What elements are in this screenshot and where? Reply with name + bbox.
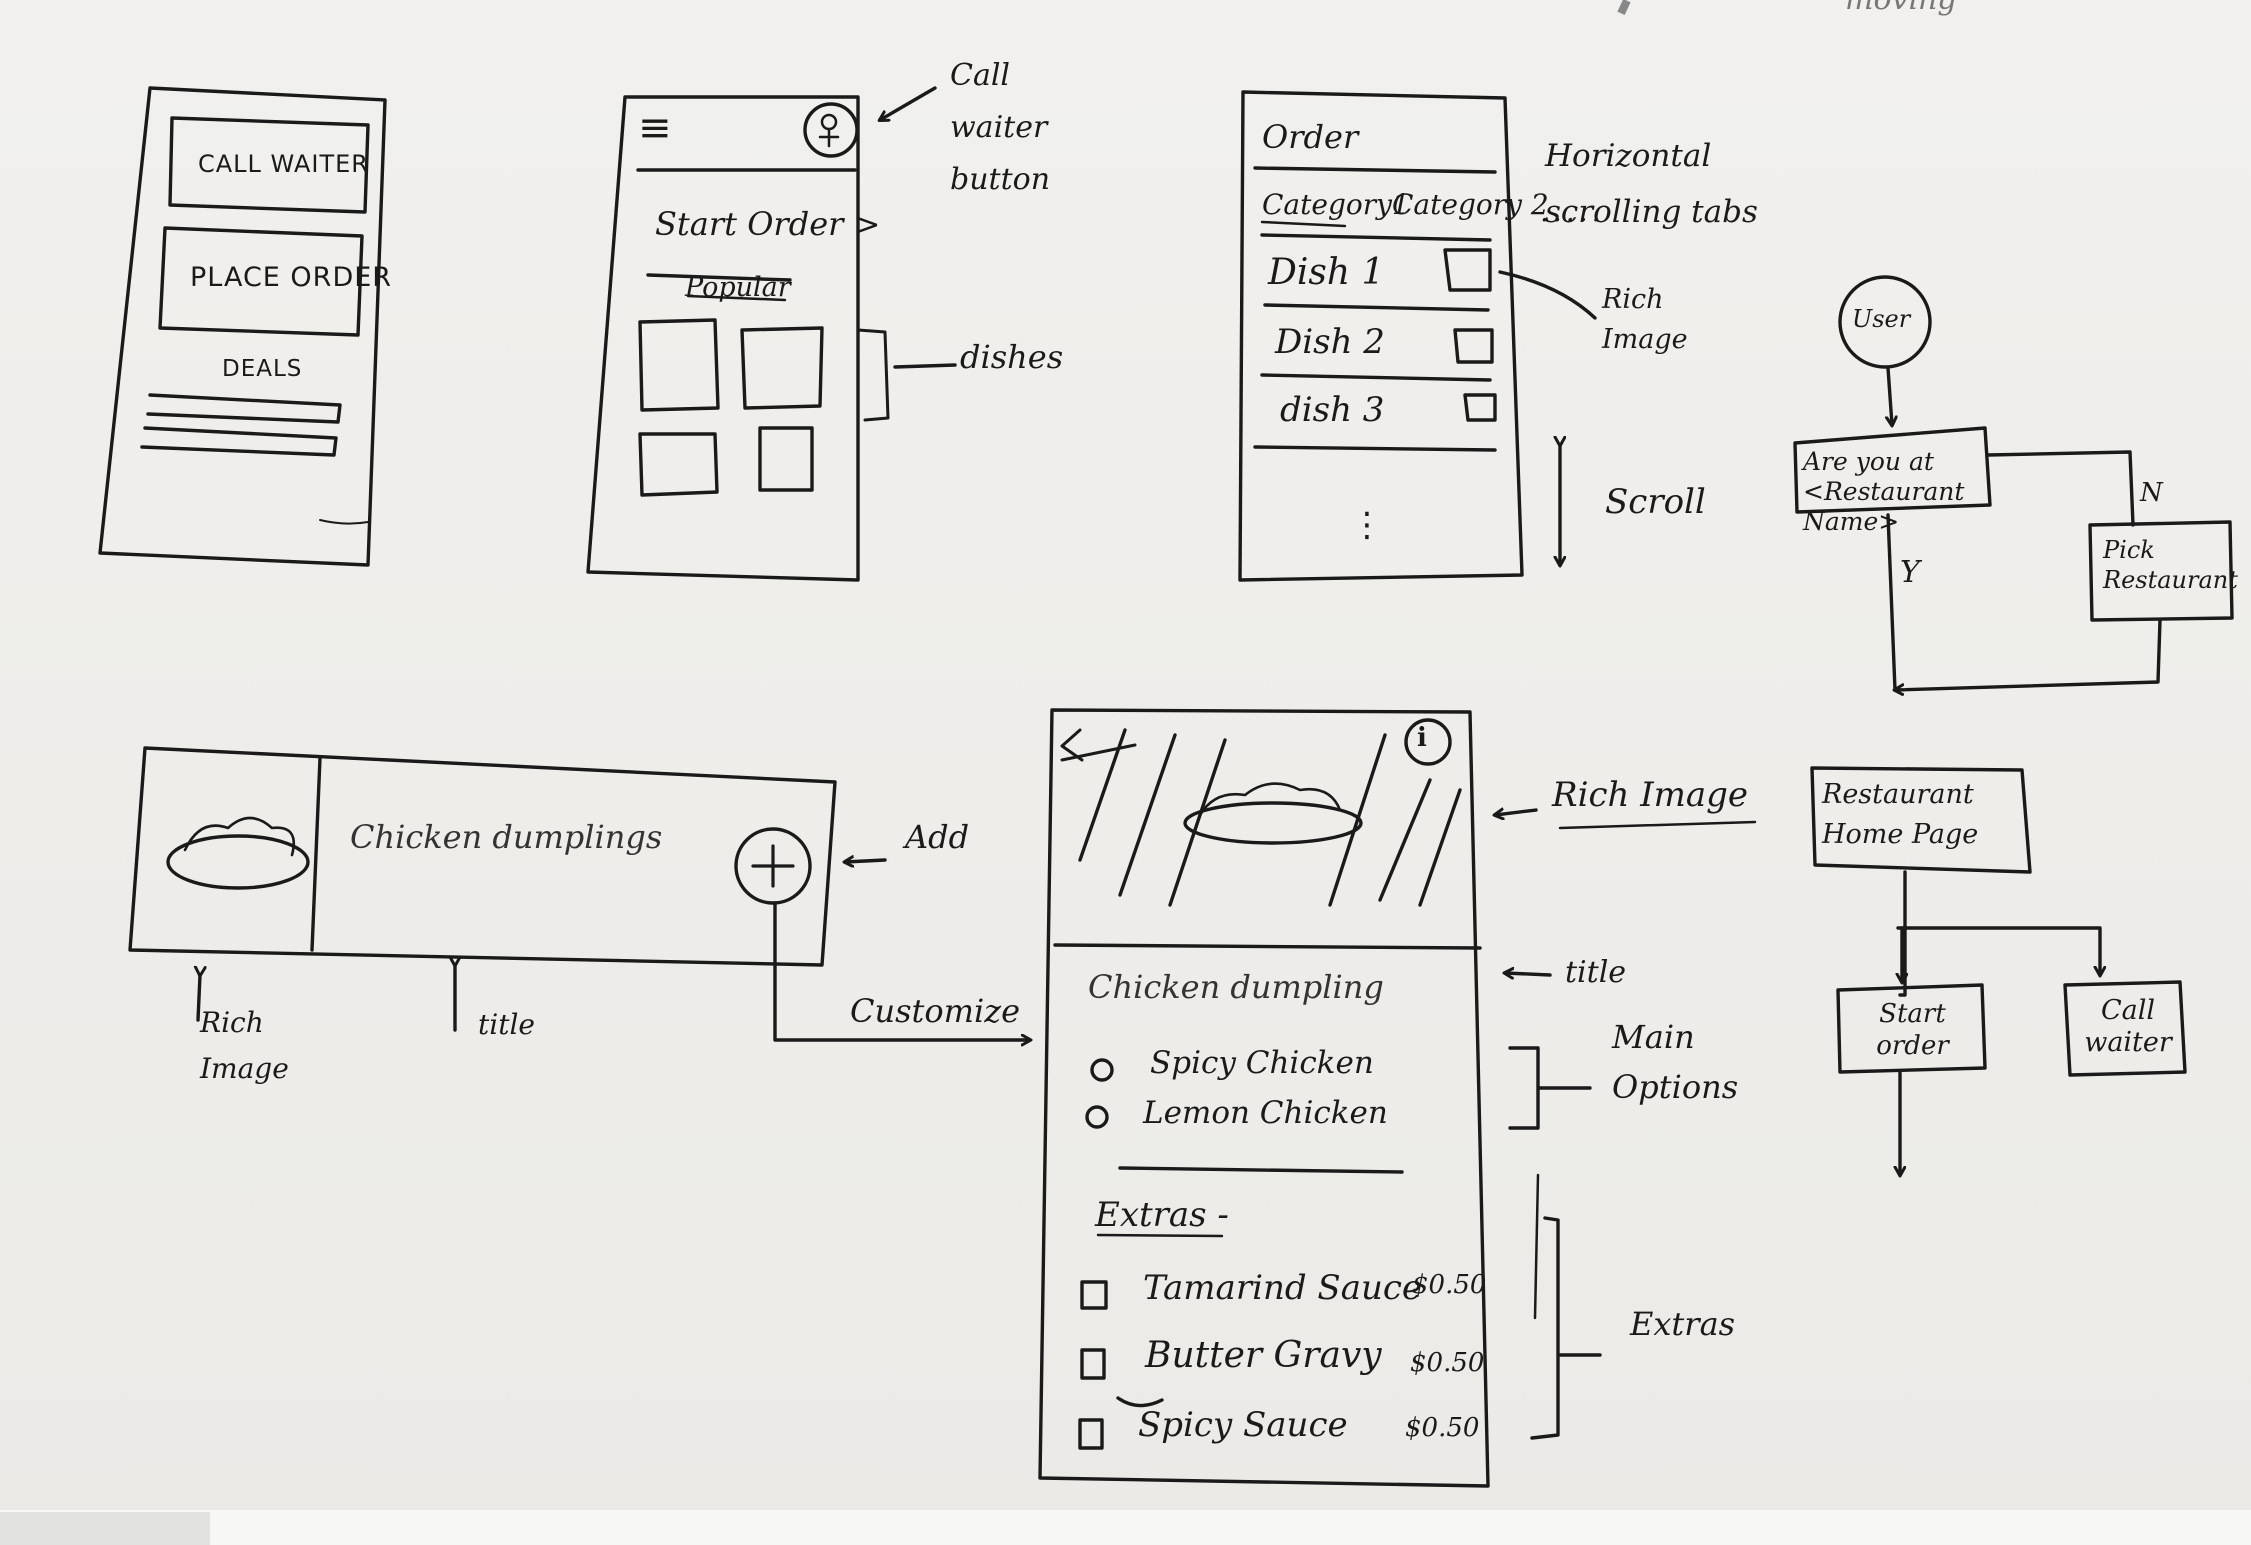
extra-name-butter-gravy[interactable]: Butter Gravy bbox=[1145, 1335, 1382, 1376]
list-item-title: Chicken dumplings bbox=[350, 818, 662, 856]
annotation-call-waiter-button: Call waiter button bbox=[950, 50, 1100, 206]
flow-question-node: Are you at <Restaurant Name> bbox=[1803, 447, 1988, 537]
flow-start-order-node: Start order bbox=[1850, 998, 1975, 1062]
paper-bottom-edge bbox=[0, 1510, 2251, 1545]
extra-name-spicy-sauce[interactable]: Spicy Sauce bbox=[1138, 1405, 1348, 1445]
flow-user-node: User bbox=[1852, 305, 1910, 333]
call-waiter-button[interactable]: CALL WAITER bbox=[198, 150, 369, 178]
annotation-main-options: Main Options bbox=[1612, 1012, 1742, 1112]
scroll-more-indicator: ⋮ bbox=[1350, 505, 1384, 545]
paper-shadow bbox=[0, 1512, 210, 1545]
annotation-customize: Customize bbox=[850, 992, 1020, 1030]
annotation-add: Add bbox=[905, 818, 969, 856]
annotation-horizontal-scrolling-tabs: Horizontal scrolling tabs bbox=[1545, 128, 1775, 240]
extra-name-tamarind-sauce[interactable]: Tamarind Sauce bbox=[1143, 1268, 1422, 1308]
place-order-button[interactable]: PLACE ORDER bbox=[190, 262, 392, 293]
dish-item-3[interactable]: dish 3 bbox=[1280, 390, 1384, 430]
menu-screen-frame bbox=[588, 97, 955, 580]
deals-label: DEALS bbox=[222, 356, 302, 382]
dish-item-2[interactable]: Dish 2 bbox=[1275, 322, 1385, 362]
extra-price-spicy-sauce: $0.50 bbox=[1405, 1413, 1479, 1443]
order-title: Order bbox=[1262, 118, 1358, 156]
add-button[interactable] bbox=[736, 829, 810, 903]
annotation-rich-image-detail: Rich Image bbox=[1552, 775, 1748, 815]
dish-item-1[interactable]: Dish 1 bbox=[1268, 252, 1384, 293]
call-waiter-annotation-arrow bbox=[880, 88, 935, 120]
annotation-dishes: dishes bbox=[960, 338, 1063, 376]
flow-call-waiter-node: Call waiter bbox=[2078, 995, 2178, 1059]
annotation-rich-image-order: Rich Image bbox=[1602, 280, 1712, 360]
annotation-rich-image-list: Rich Image bbox=[200, 1000, 290, 1092]
annotation-title-list: title bbox=[478, 1008, 535, 1041]
back-button[interactable] bbox=[1058, 725, 1138, 770]
detail-title: Chicken dumpling bbox=[1088, 968, 1384, 1006]
extra-price-butter-gravy: $0.50 bbox=[1410, 1348, 1484, 1378]
flow-pick-restaurant-node: Pick Restaurant bbox=[2103, 535, 2228, 595]
annotation-scroll: Scroll bbox=[1605, 482, 1706, 522]
option-spicy-chicken[interactable]: Spicy Chicken bbox=[1150, 1045, 1374, 1081]
info-icon[interactable]: i bbox=[1417, 723, 1427, 753]
tab-category-2[interactable]: Category 2 bbox=[1392, 188, 1549, 221]
extras-heading: Extras - bbox=[1095, 1195, 1229, 1235]
option-lemon-chicken[interactable]: Lemon Chicken bbox=[1143, 1095, 1388, 1131]
annotation-title-detail: title bbox=[1565, 955, 1626, 990]
start-order-link[interactable]: Start Order > bbox=[655, 205, 880, 243]
hamburger-menu-icon[interactable]: ≡ bbox=[638, 108, 672, 148]
corner-scribble: moving bbox=[1845, 0, 1957, 17]
flow-yes-label: Y bbox=[1900, 555, 1920, 590]
popular-heading: Popular bbox=[685, 272, 791, 303]
annotation-extras: Extras bbox=[1630, 1305, 1735, 1343]
extra-price-tamarind-sauce: $0.50 bbox=[1412, 1270, 1486, 1300]
flow-no-label: N bbox=[2140, 478, 2163, 508]
tab-category-1[interactable]: Category1 bbox=[1262, 188, 1410, 221]
flow-restaurant-home-node: Restaurant Home Page bbox=[1822, 775, 2022, 855]
